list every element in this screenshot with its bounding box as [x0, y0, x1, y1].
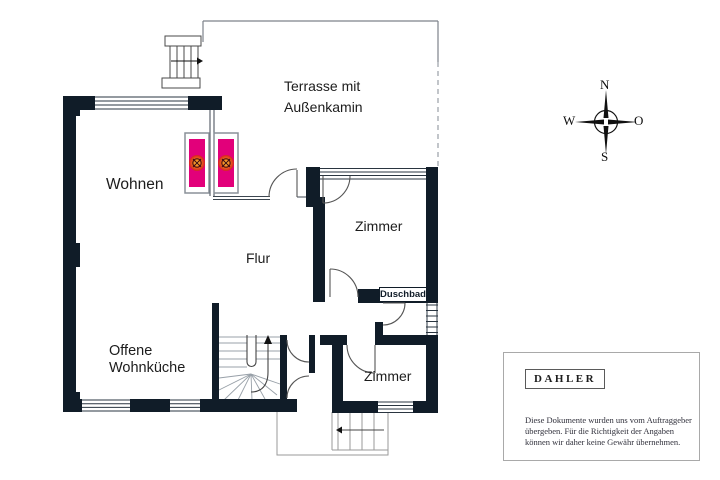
room-label-kueche-line2: Wohnküche	[109, 360, 186, 376]
disclaimer-line: können wir daher keine Gewähr übernehmen…	[525, 437, 681, 447]
brand-logo: DAHLER	[525, 369, 606, 389]
compass-east-label: O	[634, 113, 644, 128]
compass-south-label: S	[601, 149, 609, 164]
disclaimer-line: Diese Dokumente wurden uns vom Auftragge…	[525, 415, 692, 425]
door-arcs	[268, 168, 406, 399]
room-label-kueche-line1: Offene	[109, 343, 153, 359]
room-label-zimmer-bottom: Zimmer	[364, 368, 412, 384]
room-label-zimmer-top: Zimmer	[355, 218, 403, 234]
room-label-terrasse-line2: Außenkamin	[284, 99, 363, 115]
windows	[82, 96, 438, 413]
terrace-outline	[202, 20, 439, 167]
compass-rose-icon	[575, 90, 637, 154]
room-label-flur: Flur	[246, 250, 271, 266]
room-label-wohnen: Wohnen	[106, 176, 164, 193]
compass-north-label: N	[600, 77, 610, 92]
room-label-duschbad: Duschbad	[379, 287, 427, 302]
disclaimer-text: Diese Dokumente wurden uns vom Auftragge…	[525, 415, 692, 448]
disclaimer-line: übergeben. Für die Richtigkeit der Angab…	[525, 426, 675, 436]
exterior-stair-top-icon	[161, 35, 203, 89]
legend-box: DAHLER Diese Dokumente wurden uns vom Au…	[503, 352, 700, 461]
room-label-terrasse-line1: Terrasse mit	[284, 78, 361, 94]
interior-winder-stair-icon	[218, 335, 281, 401]
compass-west-label: W	[563, 113, 576, 128]
walls	[63, 96, 438, 413]
exterior-stair-bottom-icon	[276, 412, 389, 456]
fireplace-icon	[184, 132, 239, 194]
